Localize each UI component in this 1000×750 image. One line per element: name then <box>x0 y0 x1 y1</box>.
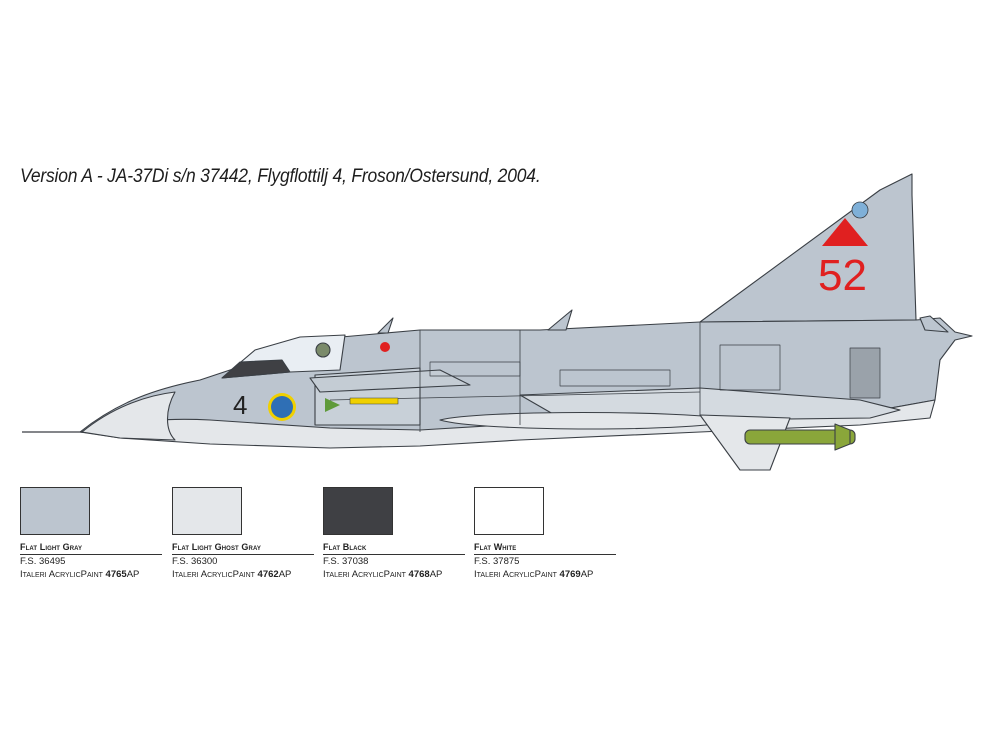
swatch-flat-white: Flat White F.S. 37875 Italeri AcrylicPai… <box>474 487 616 581</box>
swatch-name: Flat Black <box>323 542 465 555</box>
cockpit-red-marker <box>380 342 390 352</box>
antenna-2 <box>547 309 573 331</box>
antenna-3 <box>919 315 949 333</box>
tail-red-triangle <box>822 218 868 246</box>
swatch-fs-code: F.S. 37038 <box>323 556 369 567</box>
canopy-frame <box>221 359 291 379</box>
roundel-inner <box>271 396 293 418</box>
color-swatch-legend: Flat Light Gray F.S. 36495 Italeri Acryl… <box>20 487 620 587</box>
swatch-flat-black: Flat Black F.S. 37038 Italeri AcrylicPai… <box>323 487 465 581</box>
nose-number: 4 <box>233 390 247 420</box>
swatch-name: Flat White <box>474 542 616 555</box>
swatch-flat-light-ghost-gray: Flat Light Ghost Gray F.S. 36300 Italeri… <box>172 487 314 581</box>
swatch-paint-code: Italeri AcrylicPaint 4768AP <box>323 569 443 580</box>
missile-body <box>744 429 856 445</box>
swatch-name: Flat Light Ghost Gray <box>172 542 314 555</box>
swatch-fs-code: F.S. 36300 <box>172 556 218 567</box>
version-caption: Version A - JA-37Di s/n 37442, Flygflott… <box>20 166 541 187</box>
radome <box>81 391 176 441</box>
swatch-fs-code: F.S. 37875 <box>474 556 520 567</box>
color-chip <box>20 487 90 535</box>
swatch-flat-light-gray: Flat Light Gray F.S. 36495 Italeri Acryl… <box>20 487 162 581</box>
green-chevron-marking <box>325 398 340 412</box>
tail-fin <box>699 173 917 323</box>
missile-fins <box>834 423 851 451</box>
tail-number: 52 <box>818 251 867 300</box>
swatch-paint-code: Italeri AcrylicPaint 4769AP <box>474 569 594 580</box>
swatch-paint-code: Italeri AcrylicPaint 4765AP <box>20 569 140 580</box>
color-chip <box>323 487 393 535</box>
swatch-fs-code: F.S. 36495 <box>20 556 66 567</box>
ventral-fin <box>699 414 791 471</box>
color-chip <box>474 487 544 535</box>
color-chip <box>172 487 242 535</box>
swatch-name: Flat Light Gray <box>20 542 162 555</box>
pilot-helmet <box>315 342 331 358</box>
antenna-1 <box>377 317 394 334</box>
swatch-paint-code: Italeri AcrylicPaint 4762AP <box>172 569 292 580</box>
tail-badge-icon <box>851 201 869 219</box>
